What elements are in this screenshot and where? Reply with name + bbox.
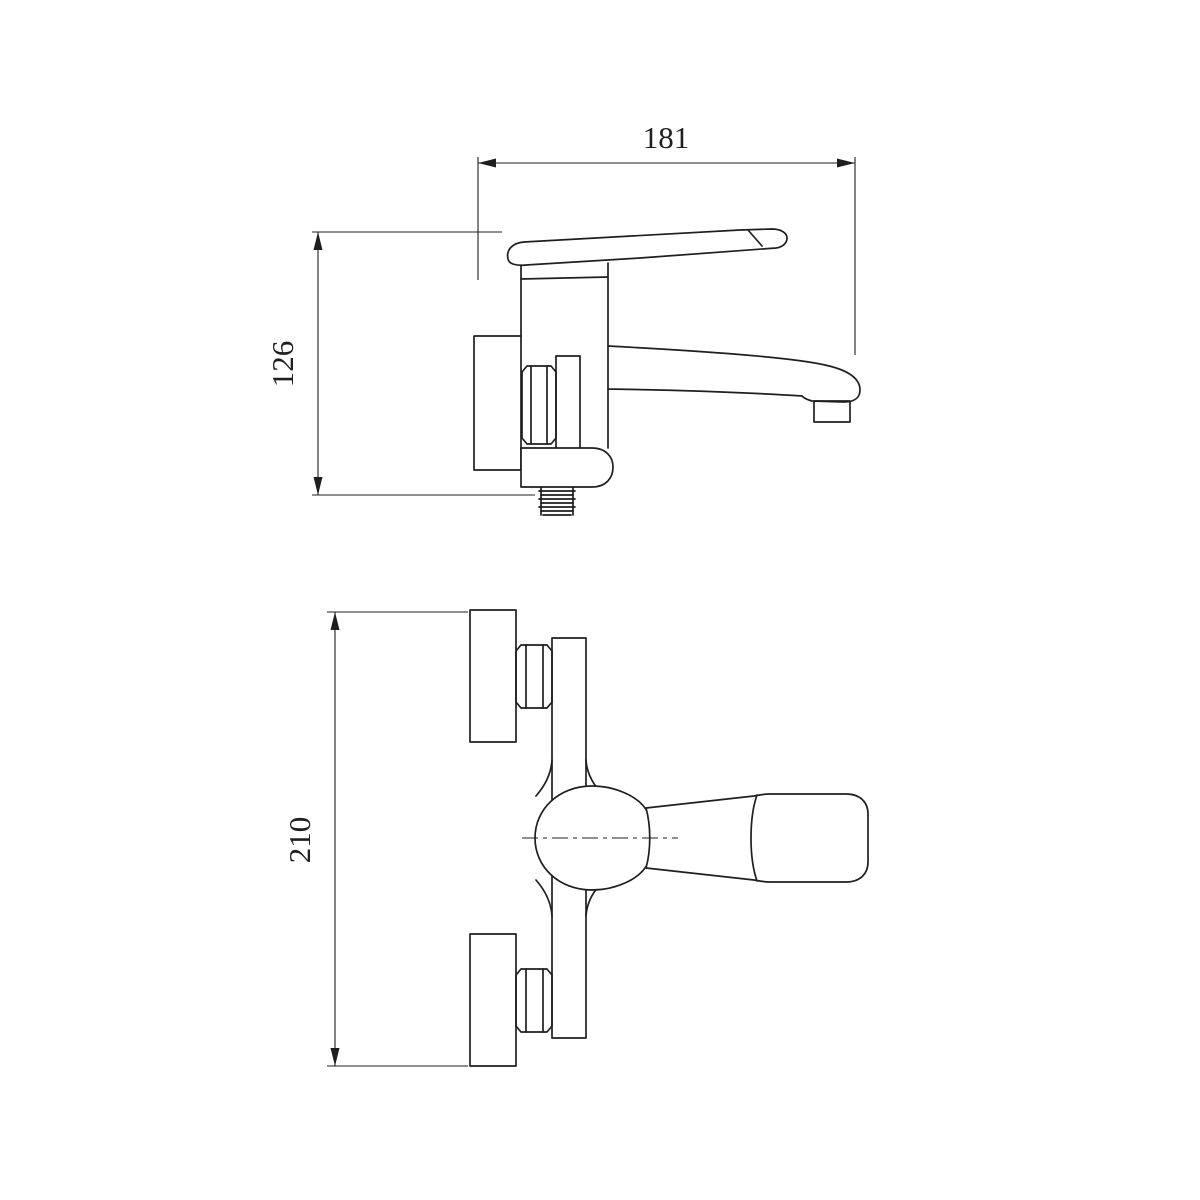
dimension-length-210: 210 <box>282 611 468 1067</box>
side-body-spacer <box>555 355 581 451</box>
dimension-height-126: 126 <box>265 231 535 496</box>
plan-hex-nut-top <box>515 644 553 709</box>
dim-126-arrow-top <box>313 232 323 250</box>
faucet-side-view <box>473 228 861 516</box>
dim-126-arrow-bottom <box>313 477 323 495</box>
plan-lever-grip-line <box>750 794 758 882</box>
side-aerator <box>813 400 851 423</box>
dimension-width-181: 181 <box>477 120 856 355</box>
plan-wall-flange-bottom <box>469 933 517 1067</box>
side-lever-tip-notch <box>747 229 763 247</box>
side-cartridge-body <box>520 262 609 449</box>
dim-label-181: 181 <box>643 120 690 155</box>
side-diverter-housing <box>520 447 614 488</box>
side-handle-lever <box>506 228 788 267</box>
plan-wall-flange-top <box>469 609 517 743</box>
dim-181-arrow-left <box>478 158 496 168</box>
dim-210-arrow-bottom <box>330 1048 340 1066</box>
side-wall-flange <box>473 335 522 471</box>
dim-210-arrow-top <box>330 612 340 630</box>
faucet-plan-view <box>469 609 869 1067</box>
dim-label-210: 210 <box>282 817 317 864</box>
dim-label-126: 126 <box>265 341 300 388</box>
side-threaded-outlet <box>538 486 576 516</box>
dim-181-arrow-right <box>837 158 855 168</box>
plan-hex-nut-bottom <box>515 968 553 1033</box>
side-hex-nut <box>521 365 557 445</box>
plan-handle-lever <box>645 793 869 883</box>
side-spout <box>607 345 861 423</box>
